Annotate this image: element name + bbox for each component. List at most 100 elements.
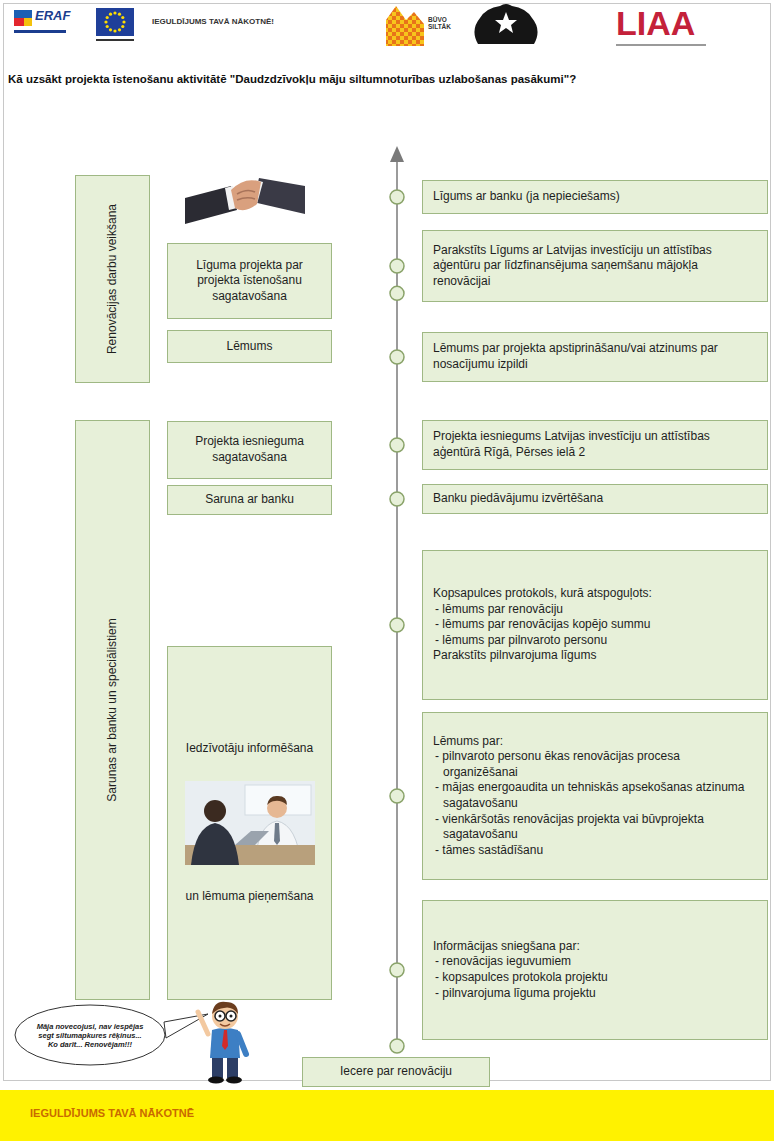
timeline-dot [390,259,404,273]
label-anchor: BŪVO SILTĀK [428,16,460,31]
box-text: Līgums ar banku (ja nepieciešams) [433,189,757,205]
illustration-part [121,16,124,19]
result-box: Parakstīts Līgums ar Latvijas investīcij… [422,230,768,302]
illustration-part [96,39,134,41]
cartoon-man [198,1002,246,1084]
box-text: - lēmums par renovāciju [433,602,757,618]
phase-band: Sarunas ar banku un speciālistiem [75,420,150,1000]
box-text: Projekta iesnieguma sagatavošana [176,434,323,465]
box-text: - mājas energoaudita un tehniskās apseko… [433,780,757,811]
result-box: Līgums ar banku (ja nepieciešams) [422,180,768,214]
box-text: Iecere par renovāciju [311,1064,481,1080]
riga-logo [386,6,424,46]
illustration-part [104,20,107,23]
band-label: Renovācijas darbu veikšana [105,183,121,375]
illustration-part [113,29,116,32]
box-text: Informācijas sniegšana par: [433,939,757,955]
result-box: Banku piedāvājumu izvērtēšana [422,484,768,514]
illustration-part [109,28,112,31]
timeline-dot [390,963,404,977]
phase-band: Renovācijas darbu veikšana [75,175,150,383]
box-text: - renovācijas ieguvumiem [433,954,757,970]
box-text: Līguma projekta par projekta īstenošanu … [176,258,323,305]
box-text: IEGULDĪJUMS TAVĀ NĀKOTNĒ [30,1106,744,1120]
box-text: - vienkāršotās renovācijas projekta vai … [433,812,757,843]
emblem-logo [474,4,537,44]
box-text: Saruna ar banku [176,492,323,508]
diagram-title: Kā uzsākt projekta īstenošanu aktivitātē… [8,72,766,87]
illustration-part [14,18,24,26]
timeline-dot [390,618,404,632]
label-anchor: IEGULDĪJUMS TAVĀ NĀKOTNĒ! [152,17,352,27]
illustration-part [274,823,280,845]
eu-flag [96,8,134,41]
step-box: Saruna ar banku [167,485,332,515]
box-text: Parakstīts pilnvarojuma līgums [433,648,757,664]
timeline-dot [390,286,404,300]
step-box: Projekta iesnieguma sagatavošana [167,421,332,479]
illustration-part [14,30,66,33]
illustration-part [191,823,239,865]
bubble-ellipse [15,1005,165,1065]
illustration-part [121,25,124,28]
illustration-part [386,6,424,46]
label-anchor: ERAF [35,9,75,23]
footer-band: IEGULDĪJUMS TAVĀ NĀKOTNĒ [0,1090,774,1141]
illustration-part [122,20,125,23]
logo-text: ERAF [35,9,75,23]
box-text: Māja novecojusi, nav iespējas segt siltu… [36,1022,144,1049]
illustration-part [118,13,121,16]
illustration-part [226,1011,236,1021]
timeline-dot [390,789,404,803]
illustration-part [215,1011,225,1021]
illustration-part [96,8,134,36]
box-text: Banku piedāvājumu izvērtēšana [433,491,757,507]
box-text: - lēmums par renovācijas kopējo summu [433,617,757,633]
box-text: - kopsapulces protokola projektu [433,970,757,986]
photo-frame [185,781,315,865]
result-box: Projekta iesniegums Latvijas investīciju… [422,420,768,470]
illustration-part [106,16,109,19]
illustration-part [235,831,269,845]
logo-text: BŪVO SILTĀK [428,16,460,31]
box-text: - pilnvaroto personu ēkas renovācijas pr… [433,749,757,780]
illustration-part [212,1058,223,1078]
timeline-dot [390,350,404,364]
logo-text: LIAA [616,6,736,40]
illustration-part [226,1077,242,1084]
illustration-part [616,44,706,46]
speech-bubble: Māja novecojusi, nav iespējas segt siltu… [14,1004,166,1066]
illustration-part [185,186,237,224]
illustration-part [227,1058,238,1078]
result-box: Lēmums par projekta apstiprināšanu/vai a… [422,332,768,382]
box-text: un lēmuma pieņemšana [176,889,323,905]
illustration-part [109,13,112,16]
illustration-part [390,146,404,162]
step-box: Iedzīvotāju informēšana un lēmuma pieņem… [167,646,332,1000]
box-text: - tāmes sastādīšanu [433,843,757,859]
timeline-dot [390,438,404,452]
illustration-part [106,25,109,28]
box-text: - lēmums par pilnvaroto personu [433,633,757,649]
illustration-part [185,781,315,865]
illustration-part [204,800,226,822]
illustration-part [220,1024,230,1026]
timeline [390,146,404,1053]
box-text: Kopsapulces protokols, kurā atspoguļots: [433,586,757,602]
illustration-part [495,12,517,33]
box-text: - pilnvarojuma līguma projektu [433,986,757,1002]
illustration-part [267,796,287,805]
box-text: Lēmums [176,339,323,355]
step-box: Lēmums [167,330,332,363]
label-anchor: LIAA [616,6,736,40]
timeline-dot [390,1039,404,1053]
illustration-part [238,1034,246,1054]
box-text: Lēmums par projekta apstiprināšanu/vai a… [433,341,757,372]
illustration-part [237,190,255,194]
page-frame [4,4,771,1081]
illustration-part [208,1077,224,1084]
step-box: Līguma projekta par projekta īstenošanu … [167,243,332,319]
timeline-dot [390,190,404,204]
result-box: Informācijas sniegšana par:- renovācijas… [422,900,768,1040]
